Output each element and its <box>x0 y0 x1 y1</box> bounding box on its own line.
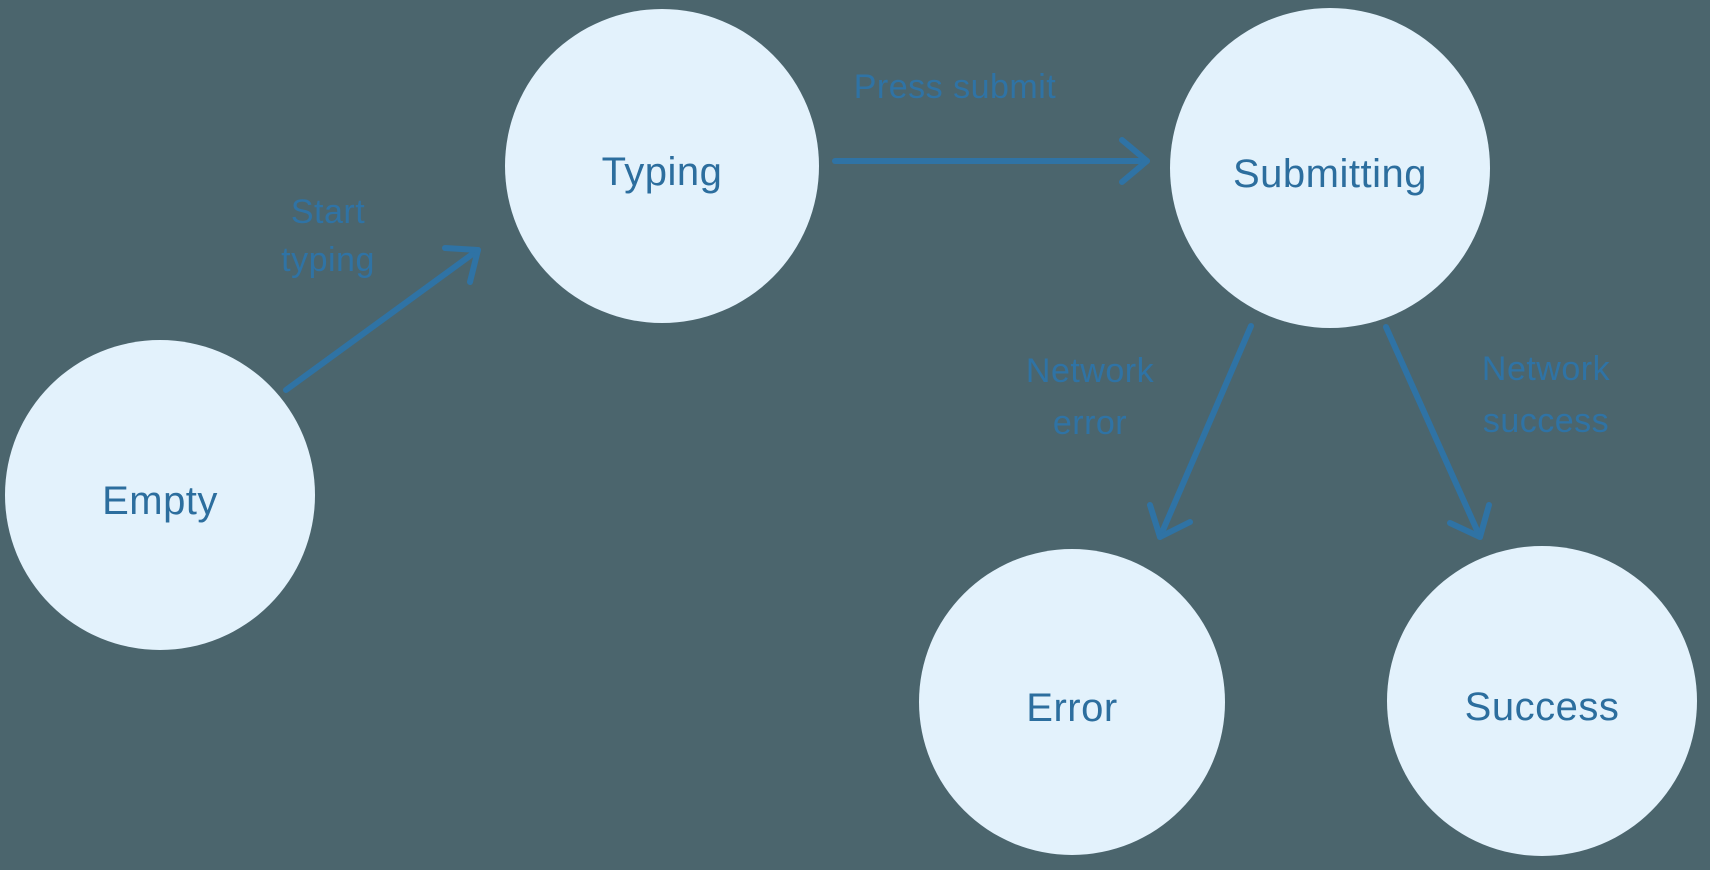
arrow-empty-to-typing <box>283 245 481 393</box>
edge-label-line: Start <box>290 193 366 231</box>
node-error: Error <box>919 549 1225 855</box>
node-empty: Empty <box>5 340 315 650</box>
edge-label-start-typing: Start typing <box>228 188 428 284</box>
edge-label-line: Network <box>1481 350 1611 388</box>
edge-label-press-submit: Press submit <box>805 70 1105 104</box>
edge-label-network-error: Network error <box>990 345 1190 449</box>
node-typing-label: Typing <box>601 149 723 194</box>
edge-label-line: Press submit <box>853 68 1057 106</box>
node-error-label: Error <box>1026 685 1118 730</box>
edge-label-line: success <box>1482 402 1610 440</box>
edge-label-network-success: Network success <box>1446 343 1646 447</box>
node-typing: Typing <box>505 9 819 323</box>
arrow-submitting-to-error <box>1147 323 1254 540</box>
node-success: Success <box>1387 546 1697 856</box>
edge-label-line: Network <box>1025 352 1155 390</box>
edge-label-line: typing <box>281 241 375 279</box>
arrow-submitting-to-success <box>1383 324 1492 540</box>
arrow-typing-to-submitting <box>832 137 1150 185</box>
node-success-label: Success <box>1464 684 1620 729</box>
node-empty-label: Empty <box>102 478 218 523</box>
node-submitting-label: Submitting <box>1233 151 1427 196</box>
edge-label-line: error <box>1052 404 1128 442</box>
node-submitting: Submitting <box>1170 8 1490 328</box>
